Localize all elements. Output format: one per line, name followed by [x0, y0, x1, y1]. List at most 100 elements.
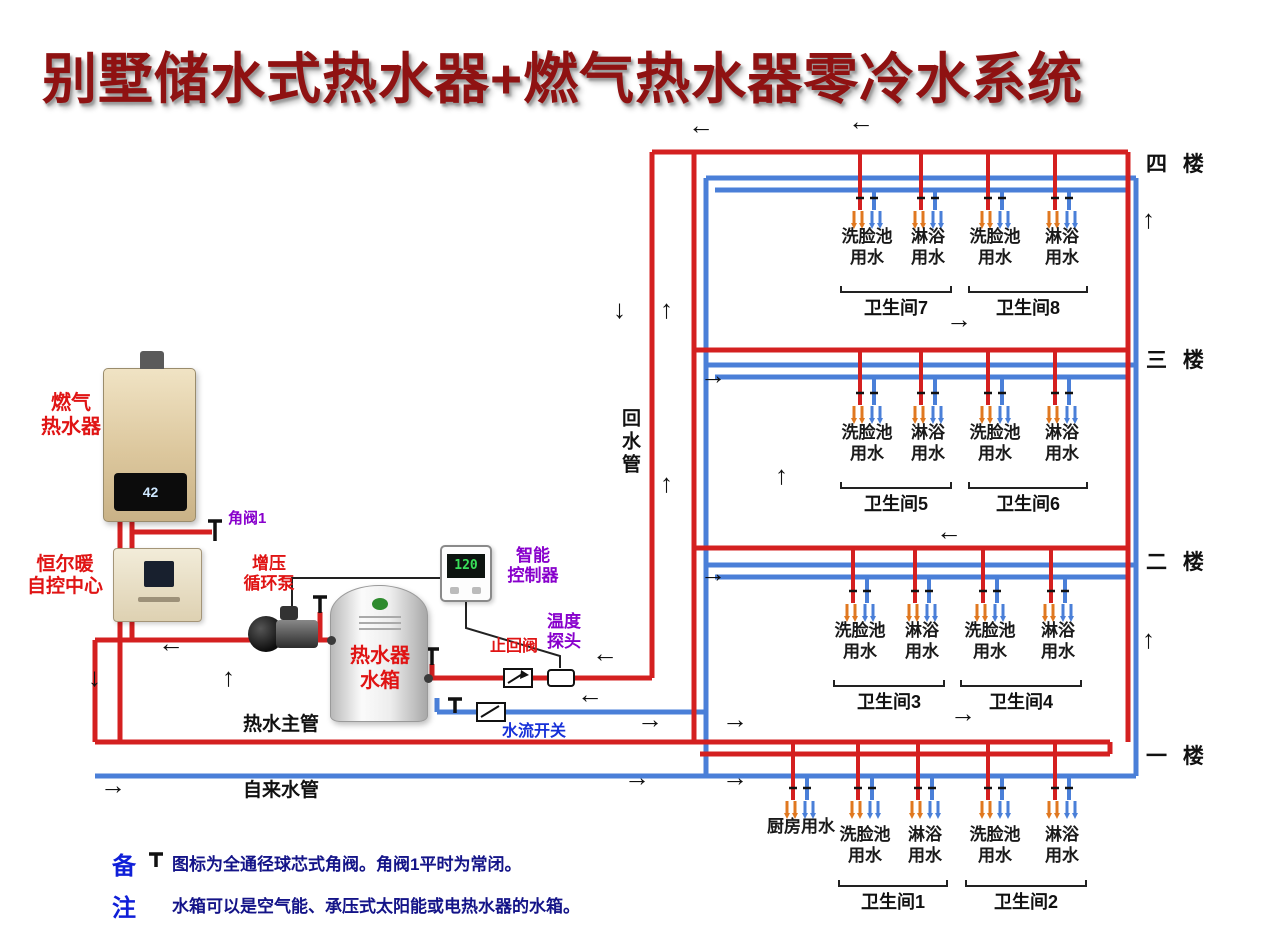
bathroom-bracket — [960, 680, 1082, 687]
note-mark-1: 备 — [112, 853, 136, 880]
fixture-label: 洗脸池 用水 — [962, 422, 1028, 464]
flow-arrow-left: ← — [592, 638, 618, 668]
flow-arrow-up: ↑ — [660, 468, 673, 498]
fixture-label: 淋浴 用水 — [1029, 422, 1095, 464]
flow-arrow-down: ↓ — [613, 294, 626, 324]
fixture-l2: 用水 — [1041, 642, 1075, 661]
pump-label: 增压 循环泵 — [238, 554, 300, 594]
bathroom-bracket — [840, 286, 952, 293]
fixture-l2: 用水 — [911, 444, 945, 463]
bathroom-name: 卫生间6 — [995, 494, 1060, 514]
fixture-l1: 淋浴 — [911, 423, 945, 442]
floor-label-2: 二 楼 — [1146, 551, 1209, 574]
bathroom-name: 卫生间2 — [993, 892, 1058, 912]
fixture-label: 淋浴 用水 — [1029, 226, 1095, 268]
fixture-label: 淋浴 用水 — [1025, 620, 1091, 662]
note-line-2: 水箱可以是空气能、承压式太阳能或电热水器的水箱。 — [172, 897, 580, 916]
bathroom-bracket — [968, 286, 1088, 293]
fixture-l2: 用水 — [848, 846, 882, 865]
flow-arrow-up: ↑ — [660, 294, 673, 324]
floor-label-4: 四 楼 — [1146, 153, 1209, 176]
bathroom-name: 卫生间4 — [988, 692, 1053, 712]
control-center-box — [113, 548, 202, 622]
control-wires — [291, 577, 561, 668]
flow-arrow-left: ← — [848, 106, 874, 136]
fixture-label: 洗脸池 用水 — [834, 226, 900, 268]
fixture-l2: 用水 — [1045, 248, 1079, 267]
controller-label-line2: 控制器 — [507, 566, 559, 586]
fixture-l2: 用水 — [850, 444, 884, 463]
control-center-screen — [144, 561, 174, 587]
fixture-l1: 淋浴 — [1045, 227, 1079, 246]
flow-arrow-left: ← — [936, 516, 962, 546]
tap-water-label: 自来水管 — [243, 780, 320, 801]
tank-label-line2: 水箱 — [360, 670, 400, 692]
gas-heater-label-line1: 燃气 — [51, 392, 91, 414]
check-valve-symbol — [503, 668, 533, 688]
flow-arrow-left: ← — [158, 628, 184, 658]
controller-display: 120 — [447, 554, 485, 578]
tank-print-line — [359, 622, 401, 624]
bathroom-name: 卫生间7 — [863, 298, 928, 318]
fixture-l2: 用水 — [905, 642, 939, 661]
water-tank: 热水器 水箱 — [327, 585, 433, 722]
fixture-l1: 洗脸池 — [969, 825, 1021, 844]
bathroom-bracket — [840, 482, 952, 489]
booster-pump — [248, 604, 320, 654]
fixture-l1: 洗脸池 — [841, 227, 893, 246]
fixture-label: 淋浴 用水 — [889, 620, 955, 662]
tank-print-line — [359, 616, 401, 618]
fixture-l1: 洗脸池 — [969, 227, 1021, 246]
flow-arrow-right: → — [722, 762, 748, 792]
bathroom-bracket — [965, 880, 1087, 887]
probe-label: 温度 探头 — [541, 612, 587, 652]
control-center-label-line2: 自控中心 — [26, 576, 103, 598]
fixture-l1: 淋浴 — [905, 621, 939, 640]
fixture-label: 淋浴 用水 — [895, 226, 961, 268]
tank-logo — [372, 598, 388, 610]
fixture-l2: 用水 — [973, 642, 1007, 661]
floor-label-3: 三 楼 — [1146, 349, 1209, 372]
tank-print-line — [359, 628, 401, 630]
fixture-label: 洗脸池 用水 — [962, 824, 1028, 866]
fixture-label: 淋浴 用水 — [895, 422, 961, 464]
fixture-l1: 淋浴 — [1041, 621, 1075, 640]
fixture-l1: 洗脸池 — [839, 825, 891, 844]
note-mark-2: 注 — [112, 895, 136, 922]
flow-arrow-up: ↑ — [775, 460, 788, 490]
controller-label-line1: 智能 — [516, 546, 550, 565]
flow-arrow-right: → — [100, 770, 126, 800]
pump-label-line2: 循环泵 — [243, 574, 295, 594]
flow-switch-label: 水流开关 — [502, 723, 567, 740]
control-center-keys — [138, 597, 180, 602]
fixture-label: 洗脸池 用水 — [962, 226, 1028, 268]
bathroom-bracket — [968, 482, 1088, 489]
fixture-l2: 用水 — [978, 846, 1012, 865]
bathroom-name: 卫生间8 — [995, 298, 1060, 318]
controller-button — [472, 587, 481, 594]
fixture-l1: 洗脸池 — [964, 621, 1016, 640]
gas-water-heater: 42 — [103, 351, 196, 522]
flow-arrow-up: ↑ — [222, 662, 235, 692]
probe-label-line1: 温度 — [547, 612, 581, 631]
hot-main-label: 热水主管 — [243, 714, 320, 735]
fixture-label: 洗脸池 用水 — [832, 824, 898, 866]
flow-arrow-left: ← — [577, 679, 603, 709]
flow-arrow-right: → — [700, 558, 726, 588]
fixture-l2: 用水 — [978, 248, 1012, 267]
angle-valve-icon — [149, 852, 163, 867]
fixture-label: 洗脸池 用水 — [957, 620, 1023, 662]
flow-arrow-right: → — [700, 360, 726, 390]
floor-label-1: 一 楼 — [1146, 745, 1209, 768]
tank-port-right — [424, 674, 433, 683]
controller-label: 智能 控制器 — [500, 546, 566, 586]
fixture-l2: 用水 — [908, 846, 942, 865]
flow-arrow-right: → — [624, 762, 650, 792]
note-line-1: 图标为全通径球芯式角阀。角阀1平时为常闭。 — [172, 855, 522, 874]
gas-heater-label: 燃气 热水器 — [38, 392, 104, 439]
return-pipe-label: 回水管 — [619, 408, 640, 477]
fixture-l2: 用水 — [843, 642, 877, 661]
page-title: 别墅储水式热水器+燃气热水器零冷水系统 — [42, 48, 1084, 110]
tank-label: 热水器 水箱 — [331, 644, 429, 694]
